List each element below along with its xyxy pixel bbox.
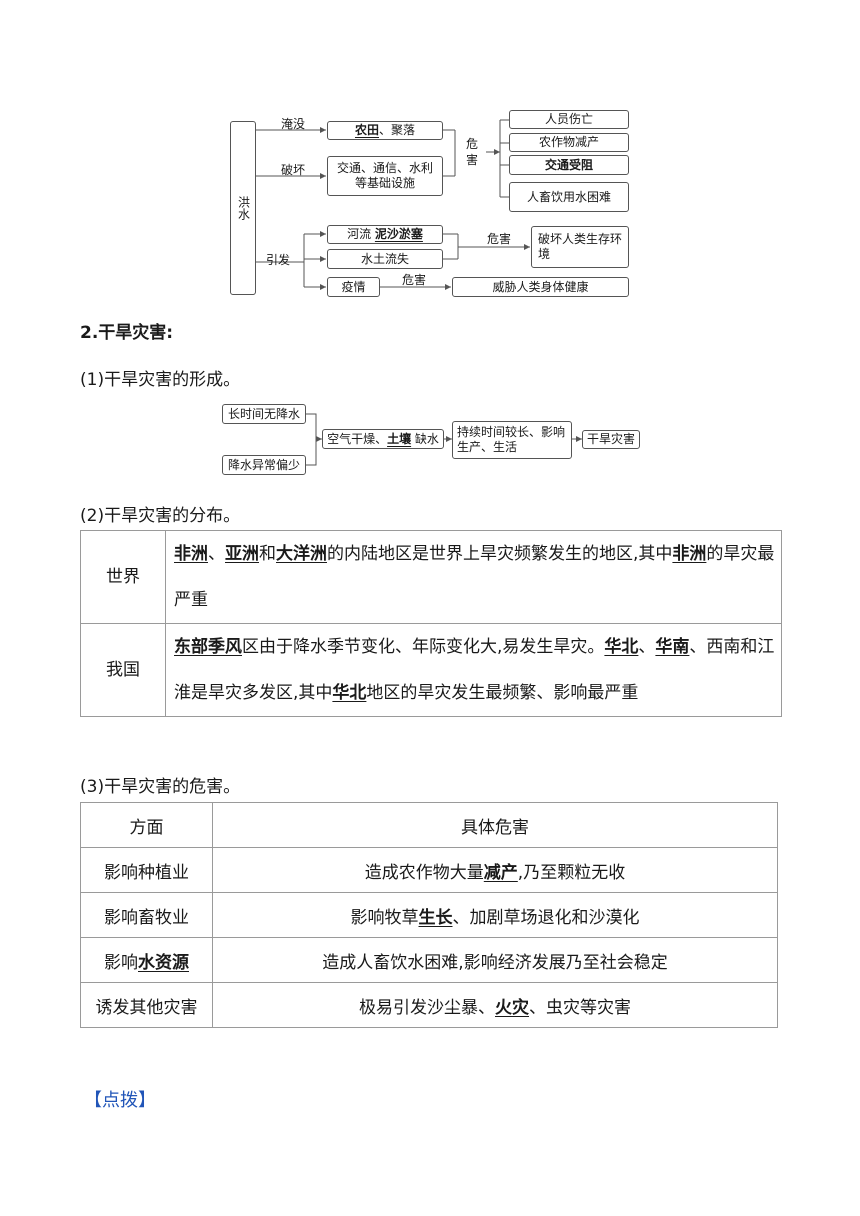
drought-mid-post: 缺水 bbox=[414, 431, 439, 446]
harm-r3-value: 造成人畜饮水困难,影响经济发展乃至社会稳定 bbox=[212, 937, 778, 983]
harm-r1-bold: 减产 bbox=[483, 862, 518, 883]
harm-table: 方面 具体危害 影响种植业 造成农作物大量减产,乃至颗粒无收 影响畜牧业 影响牧… bbox=[80, 802, 778, 1028]
flood-branch-yinfa: 引发 bbox=[266, 253, 291, 267]
harm-r4-bold: 火灾 bbox=[495, 997, 529, 1018]
dist-china-content: 东部季风区由于降水季节变化、年际变化大,易发生旱灾。华北、华南、西南和江淮是旱灾… bbox=[165, 623, 782, 717]
harm-r2-key: 影响畜牧业 bbox=[80, 892, 213, 938]
dist-china-s2: 、 bbox=[638, 637, 656, 657]
dist-world-s1: 、 bbox=[208, 544, 225, 564]
drought-mid-bold: 土壤 bbox=[387, 431, 412, 446]
harm-r2-bold: 生长 bbox=[418, 907, 453, 928]
flood-box-nongtian: 农田、聚落 bbox=[327, 121, 443, 140]
harm-r3-key-pre: 影响 bbox=[104, 952, 138, 973]
dist-china-label: 我国 bbox=[80, 623, 166, 717]
drought-effect-box: 持续时间较长、影响生产、生活 bbox=[452, 421, 572, 459]
flood-weihai-label: 危害 bbox=[466, 137, 479, 167]
distribution-heading: (2)干旱灾害的分布。 bbox=[80, 506, 241, 526]
harm-r1-value: 造成农作物大量减产,乃至颗粒无收 bbox=[212, 847, 778, 893]
table-row: 我国 东部季风区由于降水季节变化、年际变化大,易发生旱灾。华北、华南、西南和江淮… bbox=[80, 623, 782, 717]
drought-result-box: 干旱灾害 bbox=[582, 430, 640, 449]
harm-r4-value: 极易引发沙尘暴、火灾、虫灾等灾害 bbox=[212, 982, 778, 1028]
dist-china-s4: 地区的旱灾发生最频繁、影响最严重 bbox=[366, 683, 639, 703]
flood-connectors bbox=[256, 119, 530, 290]
dist-world-label: 世界 bbox=[80, 530, 166, 624]
harm-r3-key: 影响水资源 bbox=[80, 937, 213, 983]
dist-world-s2: 和 bbox=[259, 544, 276, 564]
table-row: 世界 非洲、亚洲和大洋洲的内陆地区是世界上旱灾频繁发生的地区,其中非洲的旱灾最严… bbox=[80, 530, 782, 624]
flood-weihai3-label: 危害 bbox=[402, 273, 427, 287]
table-row: 影响水资源 造成人畜饮水困难,影响经济发展乃至社会稳定 bbox=[80, 937, 778, 983]
harm-r1-key: 影响种植业 bbox=[80, 847, 213, 893]
drought-mid-pre: 空气干燥、 bbox=[327, 431, 388, 446]
formation-heading: (1)干旱灾害的形成。 bbox=[80, 370, 241, 390]
dist-china-s1: 区由于降水季节变化、年际变化大,易发生旱灾。 bbox=[242, 637, 605, 657]
harm-r4-post: 、虫灾等灾害 bbox=[529, 997, 631, 1018]
flood-box-shuitu: 水土流失 bbox=[327, 249, 443, 269]
tip-label: 【点拨】 bbox=[84, 1090, 156, 1111]
dist-world-b3: 大洋洲 bbox=[276, 544, 327, 564]
dist-world-b2: 亚洲 bbox=[225, 544, 259, 564]
dist-china-b4: 华北 bbox=[332, 683, 367, 703]
flood-harm-weixie: 威胁人类身体健康 bbox=[452, 277, 629, 297]
flood-harm-pohuai: 破坏人类生存环境 bbox=[531, 226, 629, 268]
flood-branch-pohuai: 破坏 bbox=[281, 163, 306, 177]
dist-world-b1: 非洲 bbox=[174, 544, 208, 564]
dist-china-b1: 东部季风 bbox=[174, 637, 242, 657]
table-row: 方面 具体危害 bbox=[80, 802, 778, 848]
harm-r4-pre: 极易引发沙尘暴、 bbox=[359, 997, 495, 1018]
flood-harm-jiaotong: 交通受阻 bbox=[509, 155, 629, 175]
flood-harm-nongzuowu: 农作物减产 bbox=[509, 133, 629, 152]
harm-r3-key-bold: 水资源 bbox=[138, 952, 189, 973]
harm-col1-header: 方面 bbox=[80, 802, 213, 848]
harm-r2-pre: 影响牧草 bbox=[350, 907, 419, 928]
flood-box-yiqing: 疫情 bbox=[327, 277, 380, 297]
drought-cause1: 长时间无降水 bbox=[222, 404, 306, 424]
dist-china-b2: 华北 bbox=[604, 637, 639, 657]
flood-box-heliu: 河流 泥沙淤塞 bbox=[327, 225, 443, 244]
drought-mid-box: 空气干燥、土壤 缺水 bbox=[322, 429, 444, 449]
distribution-table: 世界 非洲、亚洲和大洋洲的内陆地区是世界上旱灾频繁发生的地区,其中非洲的旱灾最严… bbox=[80, 530, 782, 717]
flood-box-jiaotong: 交通、通信、水利等基础设施 bbox=[327, 156, 443, 196]
flood-harm-renchu: 人畜饮用水困难 bbox=[509, 182, 629, 212]
flood-harm-renyuan: 人员伤亡 bbox=[509, 110, 629, 129]
drought-connectors bbox=[306, 413, 582, 466]
section-title: 2.干旱灾害: bbox=[80, 323, 174, 343]
dist-world-b4: 非洲 bbox=[672, 544, 707, 564]
dist-world-content: 非洲、亚洲和大洋洲的内陆地区是世界上旱灾频繁发生的地区,其中非洲的旱灾最严重 bbox=[165, 530, 782, 624]
dist-world-s4: 的旱灾最严重 bbox=[174, 544, 775, 610]
flood-branch-yanmo: 淹没 bbox=[281, 117, 306, 131]
flood-nongtian-bold: 农田 bbox=[354, 123, 379, 137]
harm-r2-value: 影响牧草生长、加剧草场退化和沙漠化 bbox=[212, 892, 778, 938]
table-row: 诱发其他灾害 极易引发沙尘暴、火灾、虫灾等灾害 bbox=[80, 982, 778, 1028]
table-row: 影响种植业 造成农作物大量减产,乃至颗粒无收 bbox=[80, 847, 778, 893]
harm-heading: (3)干旱灾害的危害。 bbox=[80, 777, 241, 797]
flood-heliu-pre: 河流 bbox=[347, 227, 372, 241]
harm-r1-pre: 造成农作物大量 bbox=[364, 862, 484, 883]
dist-china-b3: 华南 bbox=[655, 637, 690, 657]
drought-cause2: 降水异常偏少 bbox=[222, 455, 306, 475]
dist-china-s3: 、西南和江淮是旱灾多发区,其中 bbox=[174, 637, 775, 703]
harm-r4-key: 诱发其他灾害 bbox=[80, 982, 213, 1028]
harm-r1-post: ,乃至颗粒无收 bbox=[517, 862, 626, 883]
flood-heliu-bold: 泥沙淤塞 bbox=[374, 227, 423, 241]
dist-world-s3: 的内陆地区是世界上旱灾频繁发生的地区,其中 bbox=[327, 544, 673, 564]
harm-col2-header: 具体危害 bbox=[212, 802, 778, 848]
harm-r2-post: 、加剧草场退化和沙漠化 bbox=[452, 907, 640, 928]
table-row: 影响畜牧业 影响牧草生长、加剧草场退化和沙漠化 bbox=[80, 892, 778, 938]
flood-nongtian-rest: 、聚落 bbox=[379, 123, 416, 137]
flood-root-box: 洪水 bbox=[230, 121, 256, 295]
flood-root-label: 洪水 bbox=[236, 196, 251, 220]
flood-weihai2-label: 危害 bbox=[487, 232, 512, 246]
